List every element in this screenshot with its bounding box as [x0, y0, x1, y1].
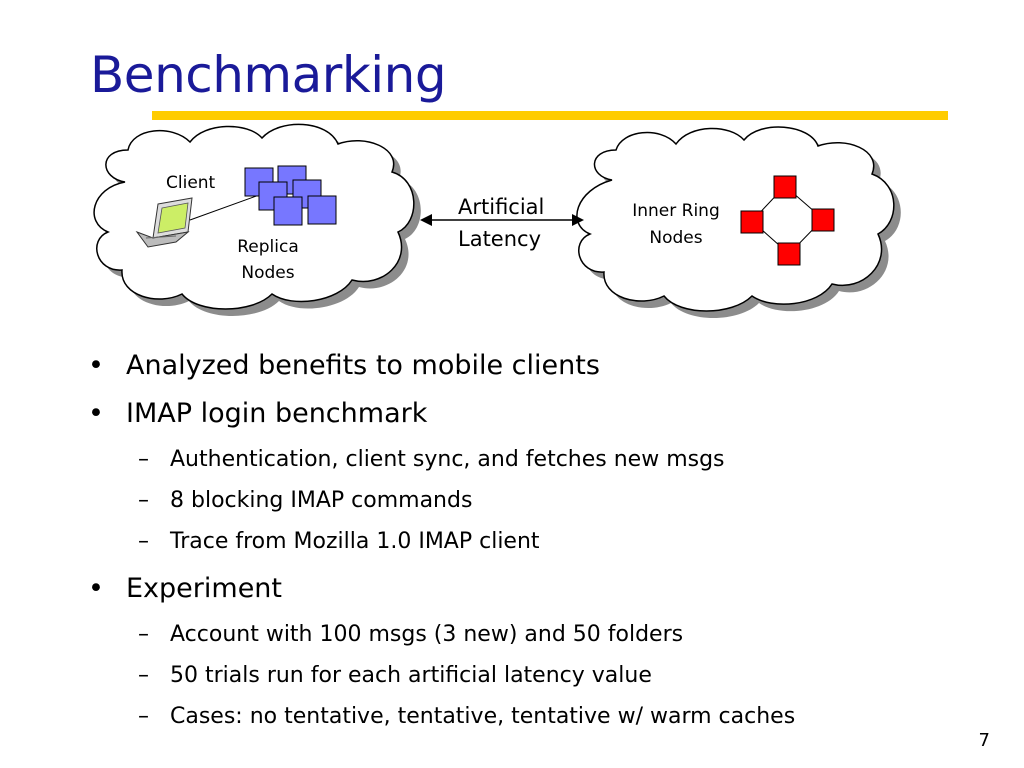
bullet-marker: • — [88, 398, 104, 429]
slide-title: Benchmarking — [90, 46, 447, 104]
inner-ring-node-icon — [777, 242, 801, 266]
left-cloud-icon — [93, 123, 421, 316]
dash-marker: – — [138, 488, 149, 513]
right-cloud-icon — [576, 126, 901, 318]
bullet-item: • IMAP login benchmark — [88, 394, 795, 442]
sub-bullet-text: Cases: no tentative, tentative, tentativ… — [170, 704, 796, 729]
inner-ring-node-icon — [811, 208, 835, 232]
bullet-text: Experiment — [126, 573, 283, 604]
inner-ring-label-line2: Nodes — [649, 228, 702, 248]
architecture-diagram: Client Replica Nodes Artificial Latency … — [93, 123, 901, 318]
sub-bullet-item: – Authentication, client sync, and fetch… — [88, 442, 795, 483]
bullet-list: • Analyzed benefits to mobile clients • … — [88, 346, 795, 740]
inner-ring-network — [740, 175, 835, 266]
title-underline — [152, 111, 948, 120]
laptop-icon — [135, 197, 193, 248]
bullet-item: • Experiment — [88, 569, 795, 617]
client-connector-line — [189, 193, 263, 221]
sub-bullet-item: – Account with 100 msgs (3 new) and 50 f… — [88, 617, 795, 658]
dash-marker: – — [138, 663, 149, 688]
latency-label-line1: Artificial — [458, 195, 544, 219]
replica-label-line2: Nodes — [241, 263, 294, 283]
dash-marker: – — [138, 447, 149, 472]
sub-bullet-item: – 8 blocking IMAP commands — [88, 483, 795, 524]
sub-bullet-text: Authentication, client sync, and fetches… — [170, 447, 725, 472]
page-number: 7 — [978, 730, 990, 751]
sub-bullet-text: 50 trials run for each artificial latenc… — [170, 663, 652, 688]
replica-node-icon — [273, 196, 303, 226]
sub-bullet-text: Account with 100 msgs (3 new) and 50 fol… — [170, 622, 684, 647]
inner-ring-node-icon — [773, 175, 797, 199]
client-label: Client — [166, 173, 216, 193]
dash-marker: – — [138, 704, 149, 729]
double-arrow-icon — [420, 214, 584, 226]
dash-marker: – — [138, 529, 149, 554]
bullet-text: IMAP login benchmark — [126, 398, 428, 429]
latency-label-line2: Latency — [458, 227, 541, 251]
sub-bullet-text: 8 blocking IMAP commands — [170, 488, 473, 513]
replica-nodes-cluster — [244, 165, 337, 226]
sub-bullet-item: – Cases: no tentative, tentative, tentat… — [88, 699, 795, 740]
bullet-marker: • — [88, 573, 104, 604]
bullet-text: Analyzed benefits to mobile clients — [126, 350, 600, 381]
inner-ring-node-icon — [740, 210, 764, 234]
replica-node-icon — [307, 195, 337, 225]
dash-marker: – — [138, 622, 149, 647]
bullet-item: • Analyzed benefits to mobile clients — [88, 346, 795, 394]
sub-bullet-item: – 50 trials run for each artificial late… — [88, 658, 795, 699]
sub-bullet-item: – Trace from Mozilla 1.0 IMAP client — [88, 524, 795, 565]
bullet-marker: • — [88, 350, 104, 381]
sub-bullet-text: Trace from Mozilla 1.0 IMAP client — [170, 529, 540, 554]
inner-ring-label-line1: Inner Ring — [632, 201, 720, 221]
replica-label-line1: Replica — [237, 237, 299, 257]
